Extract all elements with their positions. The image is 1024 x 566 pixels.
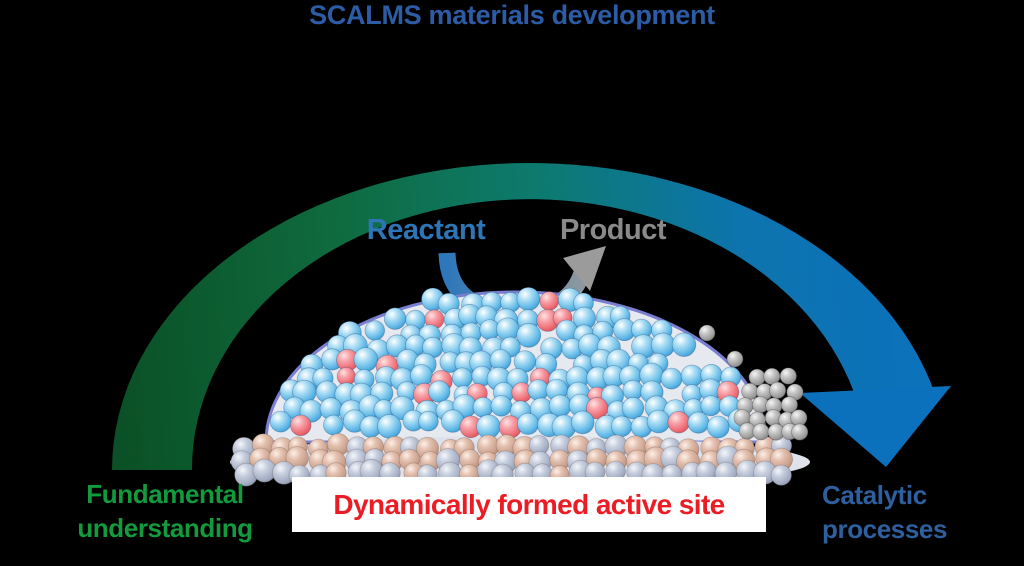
- fundamental-line2: understanding: [77, 513, 253, 543]
- main-arc-arrowhead: [800, 386, 951, 467]
- figure-title: SCALMS materials development: [309, 0, 715, 30]
- reactant-label: Reactant: [366, 214, 486, 246]
- fundamental-line1: Fundamental: [86, 479, 244, 509]
- active-site-label-box: Dynamically formed active site: [292, 477, 766, 532]
- product-label: Product: [559, 214, 667, 246]
- active-site-label: Dynamically formed active site: [333, 488, 725, 520]
- catalytic-processes-label: Catalytic processes: [822, 478, 1022, 546]
- droplet-and-support-atoms: [230, 286, 809, 487]
- reaction-arrowhead: [563, 246, 606, 291]
- fundamental-understanding-label: Fundamental understanding: [45, 477, 285, 545]
- catalytic-line1: Catalytic: [822, 480, 927, 510]
- catalytic-line2: processes: [822, 514, 948, 544]
- main-arc-arrow: [112, 162, 951, 470]
